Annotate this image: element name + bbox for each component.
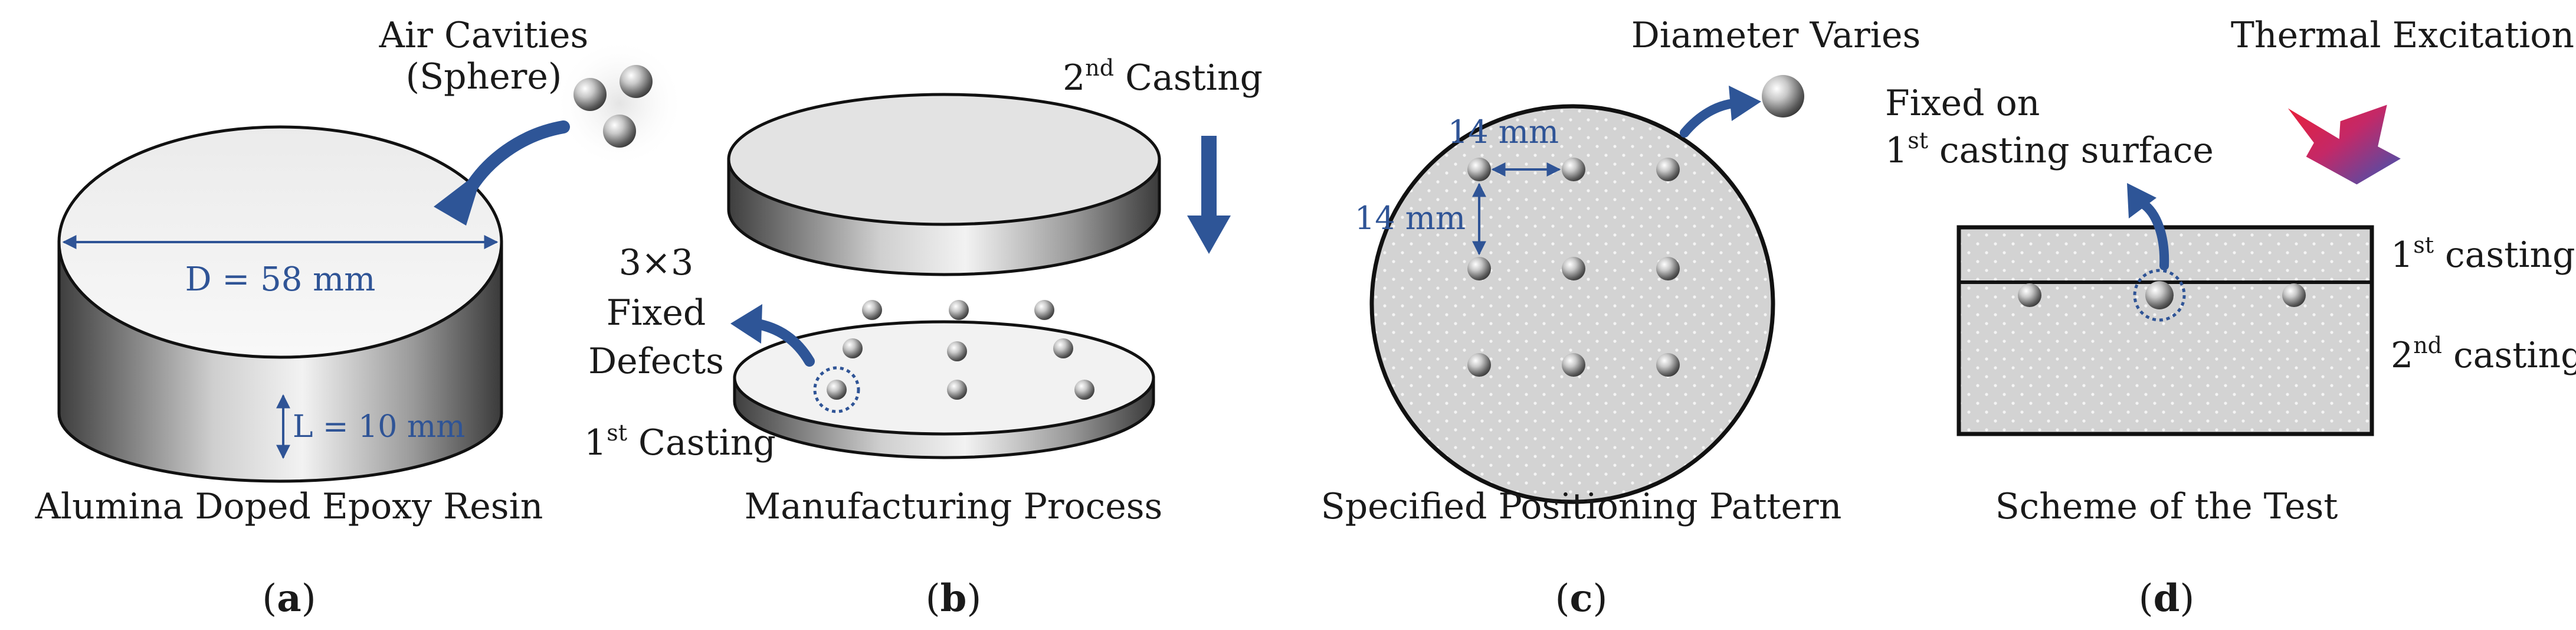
- pattern-sphere: [1467, 158, 1491, 181]
- defect-sphere: [827, 380, 847, 400]
- callout-sphere: (Sphere): [406, 56, 562, 97]
- varying-sphere: [1762, 75, 1804, 117]
- sphere-highlight-ring: [2133, 269, 2186, 322]
- defect-sphere: [947, 341, 967, 361]
- pattern-sphere: [1562, 158, 1585, 181]
- defect-sphere: [949, 300, 969, 320]
- pattern-sphere: [1467, 257, 1491, 280]
- letter-b: (b): [926, 576, 982, 621]
- label-defects-fixed: Fixed: [607, 292, 706, 334]
- panel-c: 14 mm 14 mm Diameter Varies Specified Po…: [1321, 15, 1921, 621]
- embedded-sphere: [2145, 281, 2174, 309]
- label-casting-surface: 1st casting surface: [1885, 128, 2214, 171]
- defect-sphere: [843, 338, 863, 358]
- caption-a: Alumina Doped Epoxy Resin: [35, 486, 543, 527]
- air-cavity-sphere: [620, 65, 653, 98]
- caption-d: Scheme of the Test: [1995, 486, 2338, 527]
- spacing-h-label: 14 mm: [1448, 113, 1559, 151]
- diameter-arrow: [1680, 99, 1739, 138]
- letter-b-bold: b: [940, 576, 967, 621]
- air-cavity-sphere: [573, 78, 607, 111]
- pattern-sphere: [1656, 158, 1680, 181]
- disc-lower-top: [733, 320, 1155, 436]
- casting-down-arrow-shaft: [1201, 136, 1217, 218]
- defect-sphere: [862, 300, 882, 320]
- label-layer2: 2nd casting: [2391, 332, 2576, 376]
- fixed-arrowhead: [2127, 183, 2157, 218]
- letter-d-bold: d: [2154, 576, 2180, 621]
- letter-d: (d): [2139, 576, 2195, 621]
- defect-sphere: [1034, 300, 1054, 320]
- panel-a: D = 58 mm L = 10 mm Air Cavities (Sphere…: [35, 15, 684, 621]
- cavity-arrowhead: [434, 168, 484, 226]
- defect-highlight-ring: [813, 366, 860, 413]
- embedded-sphere: [2282, 283, 2306, 307]
- cavity-haze: [555, 38, 684, 168]
- label-thermal-excitation: Thermal Excitation: [2231, 15, 2574, 56]
- diameter-label: D = 58 mm: [185, 260, 376, 299]
- label-fixed-on: Fixed on: [1885, 83, 2040, 124]
- defect-sphere: [947, 380, 967, 400]
- cavity-arrow: [464, 120, 570, 194]
- label-2nd-casting: 2nd Casting: [1063, 55, 1263, 99]
- label-diameter-varies: Diameter Varies: [1631, 15, 1921, 56]
- letter-a-bold: a: [277, 576, 301, 621]
- disc-upper-top: [727, 93, 1161, 226]
- caption-c: Specified Positioning Pattern: [1321, 486, 1842, 527]
- pattern-sphere: [1467, 353, 1491, 377]
- label-defects: Defects: [588, 341, 724, 382]
- caption-b: Manufacturing Process: [745, 486, 1163, 527]
- label-1st-casting: 1st Casting: [584, 420, 776, 463]
- label-layer1: 1st casting: [2391, 232, 2575, 276]
- fixed-arrow: [2138, 199, 2169, 270]
- callout-air-cavities: Air Cavities: [379, 15, 589, 56]
- panel-b: 2nd Casting 3×3 Fixed Defects 1st Castin…: [584, 55, 1263, 621]
- defects-arrow: [750, 318, 815, 367]
- letter-a: (a): [262, 576, 316, 621]
- pattern-sphere: [1562, 257, 1585, 280]
- defects-arrowhead: [730, 304, 762, 344]
- pattern-sphere: [1656, 257, 1680, 280]
- label-defects-count: 3×3: [619, 242, 694, 283]
- letter-c-bold: c: [1570, 576, 1593, 621]
- pattern-sphere: [1656, 353, 1680, 377]
- air-cavity-sphere: [603, 115, 636, 148]
- defect-sphere: [1053, 338, 1073, 358]
- embedded-sphere: [2018, 283, 2041, 307]
- thermal-excitation-arrow: [2287, 105, 2401, 185]
- letter-c: (c): [1555, 576, 1608, 621]
- casting-down-arrow-head: [1187, 216, 1231, 254]
- thickness-label: L = 10 mm: [293, 409, 465, 445]
- diameter-arrowhead: [1729, 86, 1761, 121]
- defect-sphere: [1074, 380, 1094, 400]
- spacing-v-label: 14 mm: [1355, 200, 1466, 237]
- pattern-sphere: [1562, 353, 1585, 377]
- panel-d: Thermal Excitation Fixed on 1st casting …: [1885, 15, 2576, 621]
